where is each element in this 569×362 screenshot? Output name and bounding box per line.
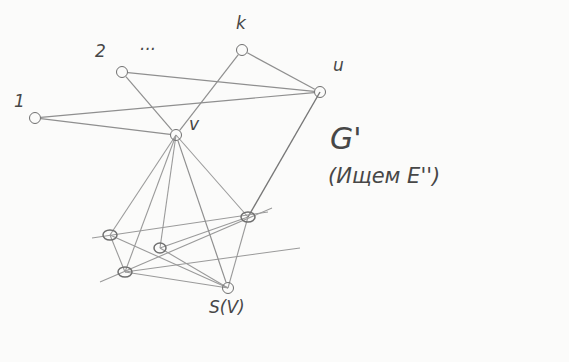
graph-edge [247,53,314,89]
edge-line [160,135,176,248]
vertex [241,212,255,222]
vertex [118,267,132,277]
edge-line [110,135,176,235]
vertex [154,243,166,253]
vertex-label: 1 [14,93,25,110]
vertex-label: u [333,57,344,74]
graph-vertex: 1 [29,112,41,124]
edge-line [248,92,320,217]
graph-vertex: k [236,44,248,56]
vertex-label: v [189,116,199,133]
annotation: G' [330,124,362,154]
edge-line [110,235,228,288]
edge-line [160,248,228,288]
edge-line [160,217,248,248]
vertex-label: 2 [95,43,106,60]
graph-vertex: 2 [116,66,128,78]
vertex-label: k [236,15,246,32]
edge-line [125,248,300,272]
vertex-label: S(V) [209,299,245,316]
edge-line [125,272,228,288]
vertex [103,230,117,240]
edge-line [176,135,248,217]
sketch-lines [92,92,320,288]
graph-vertex: v [170,129,182,141]
annotation: ... [140,36,156,53]
edge-line [92,212,268,238]
graph-vertex: S(V) [222,282,234,294]
vertices [103,212,255,277]
graph-vertex: u [314,86,326,98]
graph-edge [180,55,239,131]
annotation: (Ищем E'') [328,166,440,187]
edge-line [100,208,272,282]
graph-edge [126,77,172,131]
graph-edge [178,141,226,283]
graph-edge [128,73,314,92]
graph-edge [41,119,170,135]
graph-edge [41,93,314,118]
edge-line [125,135,176,272]
edge-line [228,217,248,288]
